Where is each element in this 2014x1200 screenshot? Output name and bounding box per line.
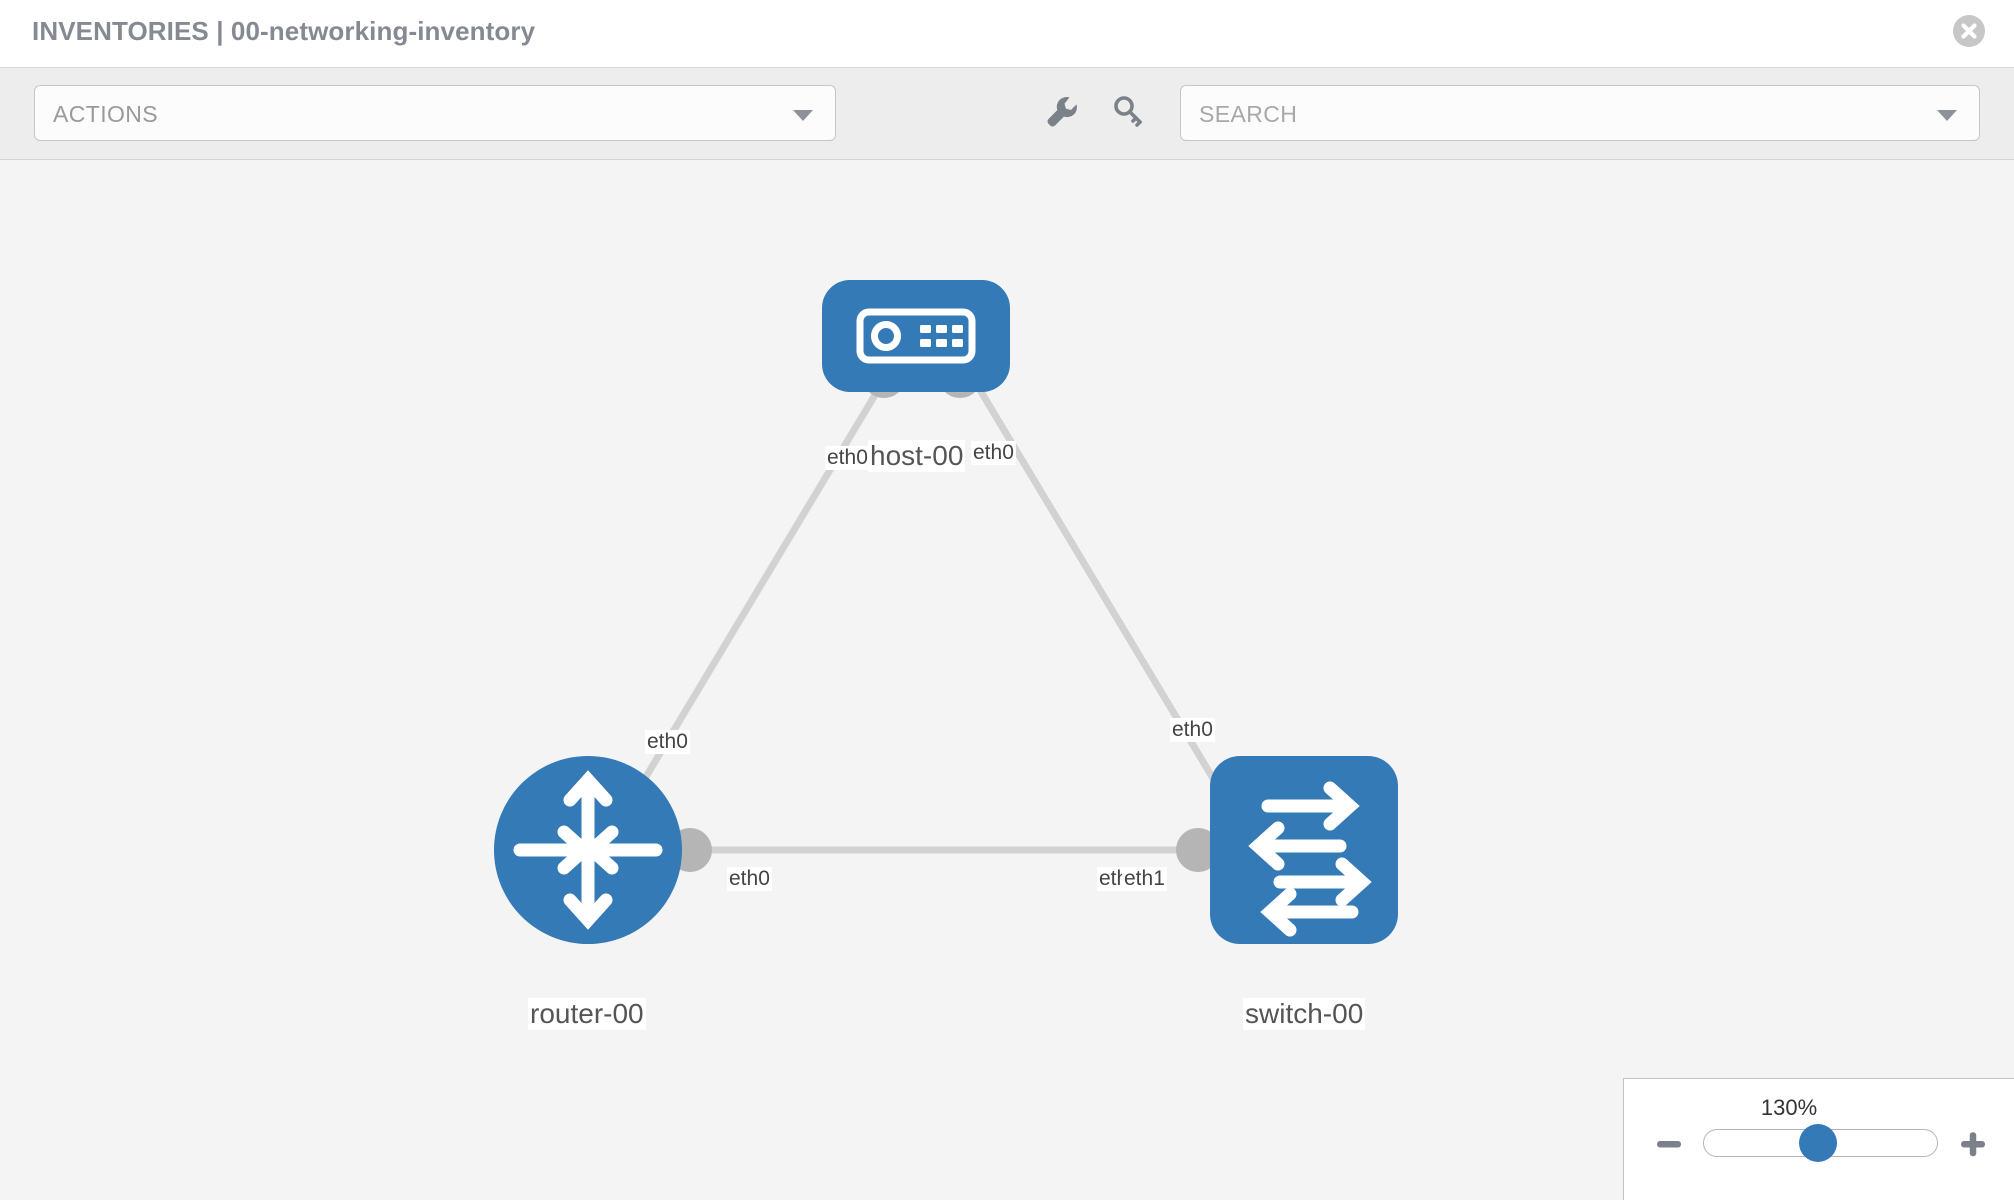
edge-label: eth0 xyxy=(825,446,870,470)
edge-label: eth1 xyxy=(1122,867,1167,891)
search-placeholder: SEARCH xyxy=(1199,101,1298,127)
wrench-icon[interactable] xyxy=(1038,88,1086,136)
edge-label: eth0 xyxy=(645,730,690,754)
zoom-level-label: 130% xyxy=(1760,1095,1818,1120)
node-router-00[interactable] xyxy=(494,756,682,944)
node-host-00[interactable] xyxy=(822,280,1010,392)
edge-host-switch xyxy=(964,368,1242,822)
page-header: INVENTORIES | 00-networking-inventory xyxy=(0,0,2014,68)
page-title: INVENTORIES | 00-networking-inventory xyxy=(32,16,536,46)
actions-dropdown-label: ACTIONS xyxy=(53,101,159,127)
port-switch-left xyxy=(1176,828,1220,872)
actions-dropdown[interactable]: ACTIONS xyxy=(34,85,836,141)
node-label-router-00: router-00 xyxy=(528,998,646,1030)
edge-label: eth0 xyxy=(727,867,772,891)
edge-label: eth0 xyxy=(971,441,1016,465)
edge-label: eth0 xyxy=(1170,718,1215,742)
plus-icon[interactable] xyxy=(1956,1127,1990,1161)
zoom-control-panel: 130% xyxy=(1623,1078,2014,1200)
toolbar: ACTIONS SEARCH xyxy=(0,68,2014,160)
topology-canvas[interactable]: eth0 eth0 eth0 eth0 eth0 eth0 eth1 host-… xyxy=(0,160,2014,1200)
close-icon[interactable] xyxy=(1952,14,1986,48)
node-label-host-00: host-00 xyxy=(868,440,966,472)
search-input[interactable]: SEARCH xyxy=(1180,85,1980,141)
node-switch-00[interactable] xyxy=(1210,756,1398,944)
port-group xyxy=(668,354,1254,872)
node-label-switch-00: switch-00 xyxy=(1243,998,1366,1030)
topology-graph xyxy=(494,280,1398,944)
key-icon[interactable] xyxy=(1105,88,1153,136)
chevron-down-icon[interactable] xyxy=(1937,110,1957,121)
chevron-down-icon xyxy=(793,110,813,121)
zoom-slider-thumb[interactable] xyxy=(1799,1124,1837,1162)
minus-icon[interactable] xyxy=(1652,1127,1686,1161)
